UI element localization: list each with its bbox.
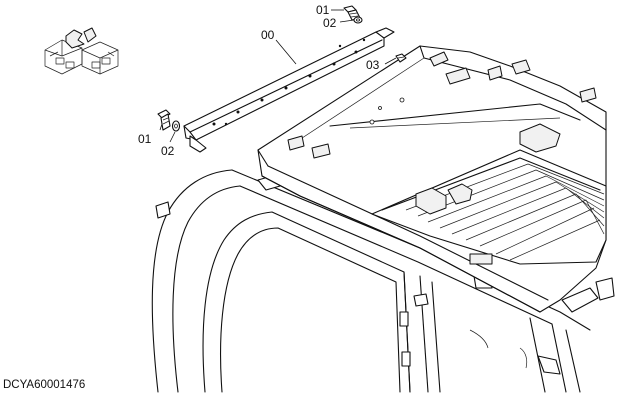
callout-02-left: 02 [161, 144, 175, 158]
callout-02-top: 02 [323, 16, 337, 30]
part-00-bracket-rail [183, 27, 395, 153]
cab-roof [257, 45, 615, 313]
callout-01-left: 01 [138, 132, 152, 146]
callout-01-top: 01 [316, 3, 330, 17]
part-02-washer-left [171, 120, 181, 132]
callout-03: 03 [366, 58, 380, 72]
part-02-washer-right [353, 16, 363, 24]
orientation-icon [44, 27, 119, 75]
drawing-code: DCYA60001476 [3, 379, 85, 391]
leader-lines [159, 9, 397, 143]
part-01-bolt-left [157, 109, 171, 131]
part-03-nut [395, 53, 407, 63]
callout-00: 00 [261, 28, 275, 42]
